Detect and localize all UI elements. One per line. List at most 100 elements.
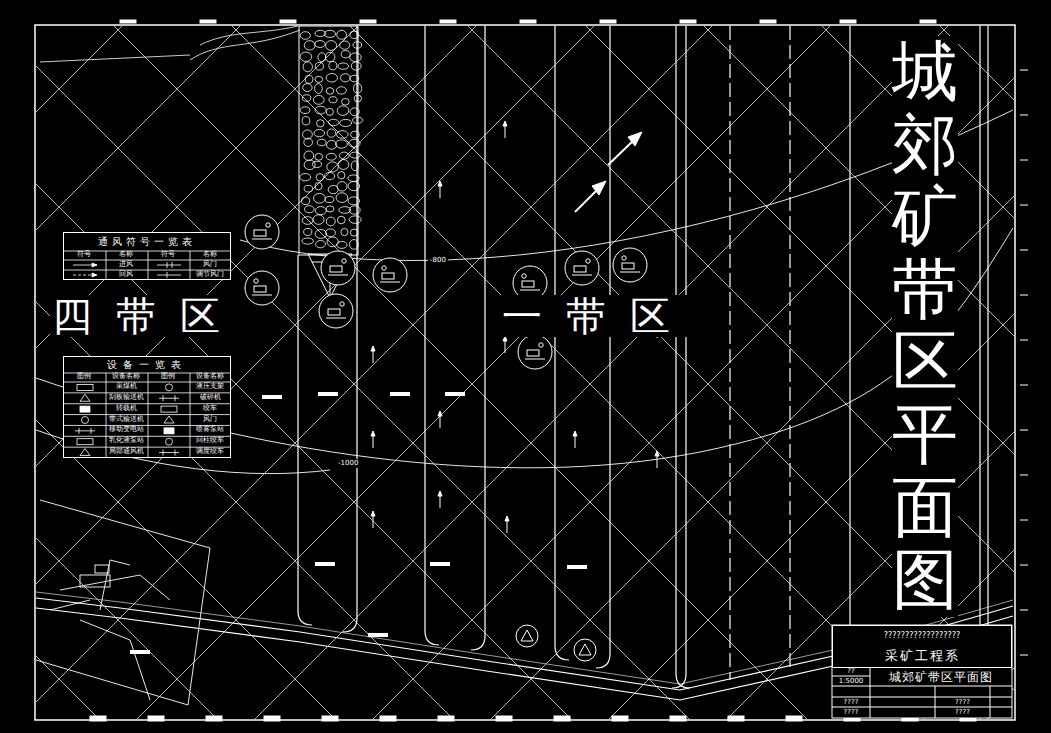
vent-symbol xyxy=(157,275,181,276)
flow-arrow-head xyxy=(503,121,507,126)
cobble xyxy=(304,185,313,192)
cobble xyxy=(326,73,337,82)
frame-tick xyxy=(280,20,296,23)
equipment-legend-symbol xyxy=(82,416,89,423)
frame-tick xyxy=(1020,565,1028,566)
table-symbols xyxy=(75,384,179,456)
panel-boundary xyxy=(298,255,312,625)
cobble xyxy=(300,52,312,61)
grid-line xyxy=(36,26,1014,719)
road-mark xyxy=(315,562,335,566)
grid-line xyxy=(36,26,1014,255)
table-cell-box: 采煤机 xyxy=(105,381,147,392)
road-marks xyxy=(130,392,587,654)
equipment-glyph xyxy=(254,286,266,292)
equipment-circle xyxy=(518,335,552,369)
cobble xyxy=(326,108,333,115)
road-mark xyxy=(567,565,587,569)
grid-line xyxy=(36,26,1014,30)
grid-line xyxy=(36,26,1014,609)
cobble xyxy=(337,216,345,224)
map-content xyxy=(36,26,1014,719)
equipment-legend-symbol xyxy=(159,395,179,401)
frame-tick xyxy=(440,20,456,23)
equipment-circle xyxy=(613,248,647,282)
cobble xyxy=(315,76,323,82)
equipment-symbols xyxy=(245,215,647,661)
cobble xyxy=(315,182,322,189)
frame-tick xyxy=(438,716,454,721)
drawing-title-box: 城郊矿带区平面图 xyxy=(892,36,958,617)
frame-tick xyxy=(1020,250,1028,251)
equipment-legend-symbol xyxy=(80,394,90,401)
table-header-box: 设备名称 xyxy=(189,372,231,381)
title-block-text: 采矿工程系 xyxy=(833,645,1011,667)
flow-arrow-head xyxy=(371,346,375,351)
table-rule xyxy=(106,251,107,280)
cobble xyxy=(315,207,326,215)
cobble xyxy=(327,162,339,172)
table-header-box: 图例 xyxy=(147,372,189,381)
cobble xyxy=(335,140,347,148)
cobble xyxy=(315,62,323,70)
table-cell: 绞车 xyxy=(203,405,217,412)
equipment-glyph xyxy=(525,359,545,360)
equipment-glyph xyxy=(522,274,526,278)
title-block-cell: ?? xyxy=(847,668,854,675)
table-header-box: 名称 xyxy=(105,250,147,259)
table-cell-box: 液压支架 xyxy=(189,381,231,392)
title-block-grid xyxy=(832,625,1012,718)
cobble xyxy=(302,95,310,102)
cobble xyxy=(304,138,313,146)
cobble xyxy=(304,160,315,170)
table-cell-box: 乳化液泵站 xyxy=(105,435,147,446)
equipment-glyph xyxy=(340,302,344,306)
region-label: 一带区 xyxy=(502,296,694,336)
cobble xyxy=(329,97,337,103)
grid-line xyxy=(36,26,1014,148)
title-block-cell: ???? xyxy=(955,709,970,716)
table-cell-box: 进风 xyxy=(105,259,147,269)
goaf-cobbles xyxy=(300,30,363,249)
cobble xyxy=(303,62,312,72)
frame-tick xyxy=(600,20,616,23)
frame-tick xyxy=(520,20,536,23)
table-rule xyxy=(148,373,149,458)
title-block-cell-box: ???? xyxy=(935,707,990,718)
facility-outline xyxy=(36,500,210,705)
road-mark xyxy=(430,562,450,566)
table-cell-box: 风门 xyxy=(189,414,231,425)
equipment-legend-symbol xyxy=(159,450,179,456)
door-symbol xyxy=(167,272,168,278)
road-mark xyxy=(130,650,150,654)
equipment-legend-symbol xyxy=(166,438,173,445)
equipment-glyph xyxy=(382,266,386,270)
panel-boundaries xyxy=(298,26,988,719)
equipment-glyph xyxy=(572,275,592,276)
equipment-glyph xyxy=(522,281,534,287)
drawing-name: 城郊矿带区平面图 xyxy=(889,671,993,683)
flow-arrow-head xyxy=(655,451,659,456)
equipment-legend-symbol xyxy=(77,384,93,390)
title-block-cell: ???? xyxy=(844,699,859,706)
cobble xyxy=(304,228,312,235)
panel-boundary xyxy=(343,26,357,632)
cobble xyxy=(338,172,345,179)
grid-line xyxy=(36,26,1014,491)
frame-tick xyxy=(120,20,136,23)
grid-line xyxy=(36,502,1014,719)
table-cell: 调度绞车 xyxy=(196,448,224,455)
equipment-glyph xyxy=(330,266,342,272)
cobble xyxy=(349,216,361,224)
cobble xyxy=(303,130,313,139)
table-rules xyxy=(64,373,230,458)
table-cell: 采煤机 xyxy=(116,383,137,390)
table-header: 设备名称 xyxy=(112,373,140,380)
equipment-glyph xyxy=(254,279,258,283)
cobble xyxy=(325,52,335,61)
door-symbol xyxy=(167,262,168,268)
table-cell: 回柱绞车 xyxy=(196,437,224,444)
pump-circle xyxy=(516,625,538,647)
grid-line xyxy=(36,26,1014,373)
